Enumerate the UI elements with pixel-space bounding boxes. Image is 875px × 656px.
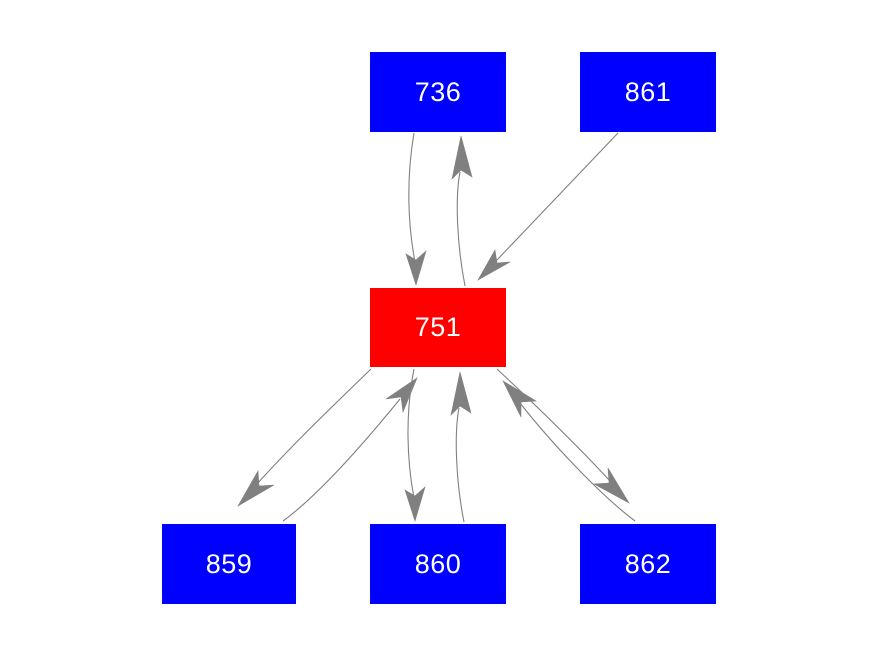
edge-line — [455, 407, 465, 523]
arrowhead-icon — [385, 377, 418, 414]
graph-node-861[interactable]: 861 — [580, 52, 716, 132]
edge-line — [408, 132, 416, 263]
arrowhead-icon — [237, 469, 275, 507]
graph-node-label: 751 — [414, 312, 462, 342]
arrowhead-icon — [502, 380, 537, 418]
graph-node-859[interactable]: 859 — [162, 524, 296, 604]
arrowhead-icon — [477, 249, 511, 281]
graph-node-label: 736 — [414, 76, 462, 107]
graph-node-label: 861 — [624, 76, 672, 107]
edge-line — [407, 368, 415, 499]
arrowhead-icon — [405, 250, 427, 287]
edge-859-to-751 — [282, 377, 418, 522]
edge-line — [456, 171, 466, 287]
graph-node-label: 862 — [624, 548, 672, 579]
edge-860-to-751 — [450, 371, 472, 523]
graph-node-label: 860 — [414, 548, 462, 579]
edge-751-to-860 — [404, 368, 426, 523]
arrowhead-icon — [404, 486, 426, 523]
graph-node-862[interactable]: 862 — [580, 524, 716, 604]
graph-node-736[interactable]: 736 — [370, 52, 506, 132]
edge-line — [256, 368, 372, 485]
arrowhead-icon — [451, 135, 473, 180]
arrowhead-icon — [592, 467, 630, 504]
edge-line — [282, 398, 401, 522]
edge-862-to-751 — [502, 380, 636, 522]
edge-line — [496, 368, 611, 482]
edge-line — [519, 402, 636, 522]
edge-736-to-751 — [405, 132, 427, 287]
edge-751-to-736 — [451, 135, 473, 287]
graph-node-label: 859 — [205, 548, 253, 579]
edge-861-to-751 — [477, 132, 619, 281]
arrowhead-icon — [450, 371, 472, 416]
edge-751-to-859 — [237, 368, 372, 507]
graph-node-751[interactable]: 751 — [370, 288, 506, 367]
edge-751-to-862 — [496, 368, 630, 504]
edge-line — [495, 132, 619, 262]
graph-node-860[interactable]: 860 — [370, 524, 506, 604]
